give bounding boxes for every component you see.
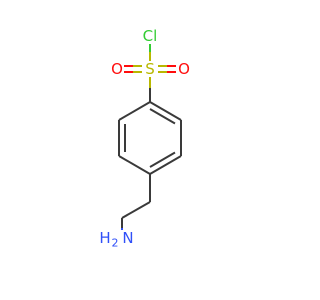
- ring-bond-top-left: [118, 101, 151, 121]
- ethyl-chain: [121, 174, 151, 230]
- oxygen-right-label: O: [178, 60, 190, 78]
- ring-bond-top-right: [149, 101, 182, 121]
- ch2-ch2-bond: [121, 201, 151, 219]
- sulfur-oxygen-right-bond: [158, 65, 176, 73]
- ring-double-bond-bottom-right: [149, 151, 176, 168]
- ring-double-bond-top-right: [149, 108, 176, 125]
- structure-diagram: Cl S O O H 2 N: [99, 27, 190, 250]
- chlorine-label: Cl: [143, 27, 158, 45]
- benzene-ring: [118, 101, 182, 175]
- amine-group: H 2 N: [99, 229, 133, 250]
- sulfur-label: S: [145, 60, 155, 78]
- amine-nitrogen-label: N: [122, 229, 133, 247]
- ring-bond-bottom-right: [149, 155, 182, 175]
- ring-bond-bottom-left: [118, 155, 151, 175]
- sulfur-oxygen-left-bond: [124, 65, 142, 73]
- oxygen-left-label: O: [111, 60, 123, 78]
- amine-hydrogen-subscript: 2: [112, 237, 119, 250]
- amine-hydrogen-label: H: [99, 229, 110, 247]
